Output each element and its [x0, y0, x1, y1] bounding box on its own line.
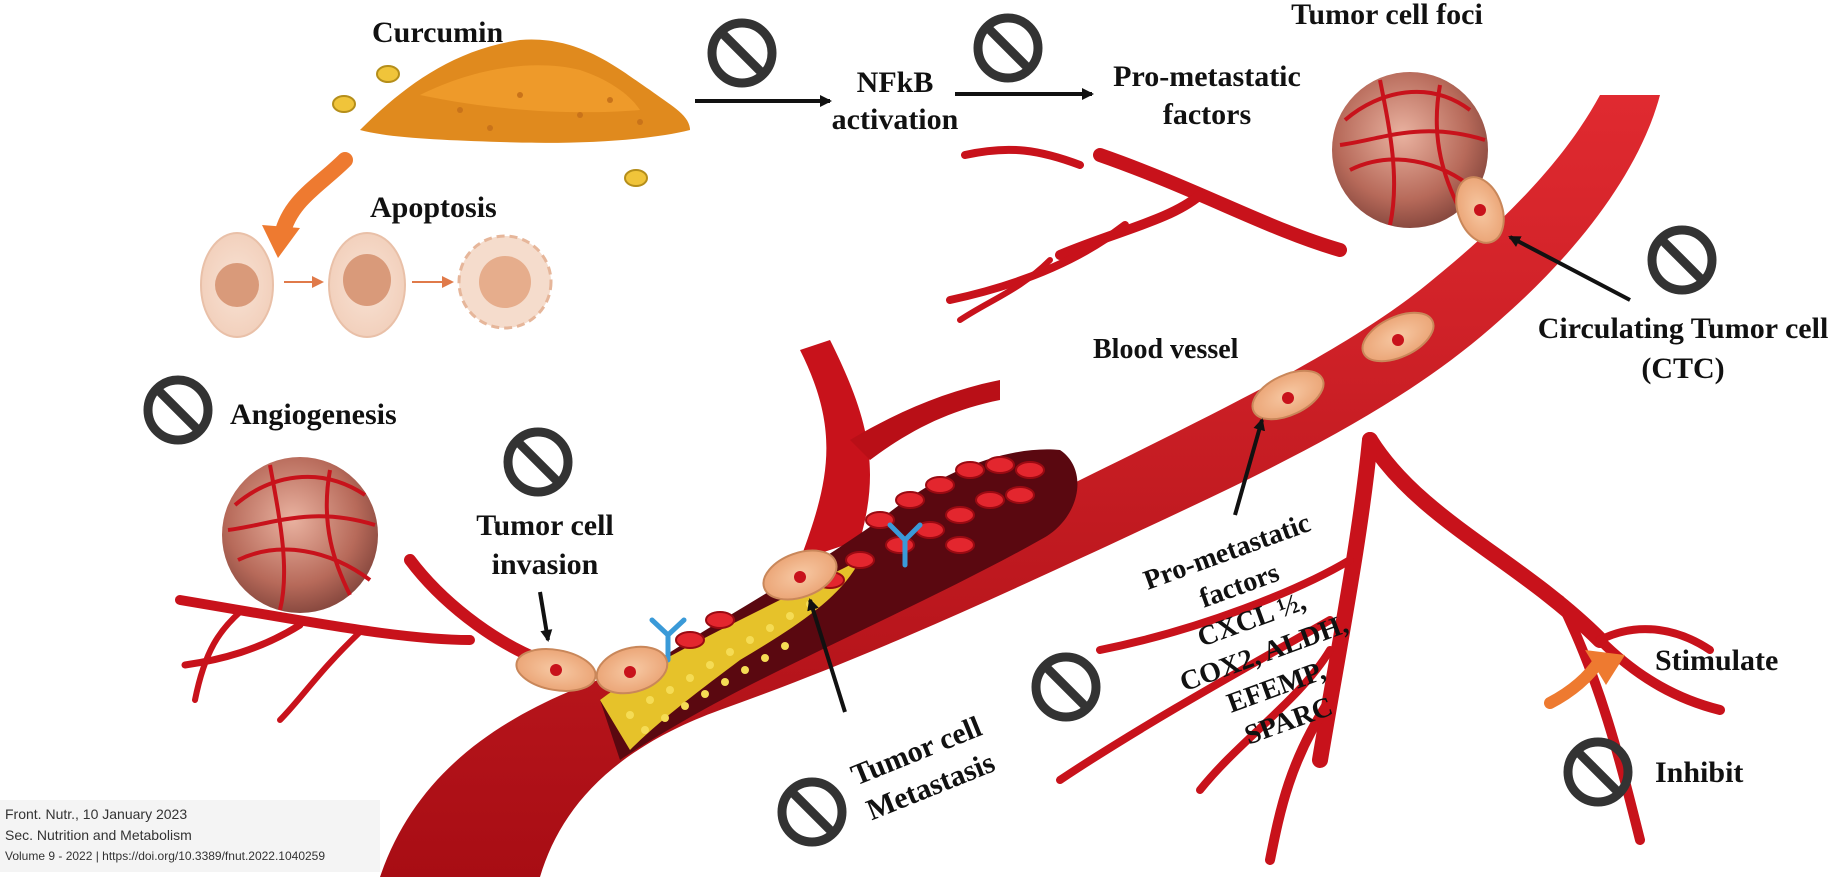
tumor-cell: [595, 645, 669, 695]
nfkb-label-line2: activation: [832, 103, 959, 136]
curcumin-label: Curcumin: [372, 16, 503, 49]
ctc-label-line1: Circulating Tumor cell: [1538, 312, 1829, 345]
citation-journal-date: Front. Nutr., 10 January 2023: [5, 806, 188, 822]
invasion-label-line1: Tumor cell: [476, 509, 614, 542]
tumor-cell: [515, 648, 597, 692]
apoptosis-label: Apoptosis: [370, 191, 497, 224]
inhibit-icon: [508, 432, 568, 492]
tumor-cell: [1251, 369, 1325, 421]
tumor-cell: [1455, 176, 1505, 244]
ctc-label-line2: (CTC): [1641, 352, 1724, 385]
tumor-cell: [762, 549, 838, 601]
red-blood-cells: [675, 456, 1045, 649]
tumor-cells: [515, 176, 1505, 695]
metastasis-pointer-arrow: [807, 598, 847, 713]
angiogenesis-label: Angiogenesis: [230, 398, 397, 431]
inhibit-icon: [712, 23, 772, 83]
tumor-cell: [1361, 311, 1435, 363]
legend-inhibit-label: Inhibit: [1655, 756, 1743, 789]
blood-vessel-label: Blood vessel: [1093, 334, 1239, 365]
nfkb-label-line1: NFkB: [857, 66, 934, 99]
apoptosis-sequence: [200, 232, 553, 338]
tumor-foci-label: Tumor cell foci: [1291, 0, 1483, 31]
vessel-lumen: [600, 449, 1078, 760]
curcumin-pellets: [332, 65, 648, 187]
inhibit-icon: [1036, 657, 1096, 717]
curcumin-powder: [360, 39, 690, 143]
factors-pointer-arrow: [1233, 418, 1266, 516]
blood-vessel-network: [175, 95, 1725, 877]
invasion-label-line2: invasion: [492, 548, 599, 581]
antibody-icons: [649, 522, 923, 663]
ctc-pointer-arrow: [1508, 235, 1631, 302]
citation-box: Front. Nutr., 10 January 2023 Sec. Nutri…: [0, 800, 380, 872]
stimulate-legend-arrowhead: [1585, 650, 1625, 685]
citation-section: Sec. Nutrition and Metabolism: [5, 827, 192, 843]
prometastatic-top-line2: factors: [1163, 98, 1251, 131]
curcumin-to-apoptosis-arrowhead: [262, 225, 300, 258]
inhibit-icon: [1652, 230, 1712, 290]
legend-stimulate-label: Stimulate: [1655, 644, 1778, 677]
invasion-pointer-arrow: [538, 591, 553, 642]
angiogenesis-tumor-mass: [222, 457, 378, 613]
inhibit-icon: [782, 782, 842, 842]
curcumin-to-apoptosis-arrow: [274, 152, 353, 243]
prometastatic-top-line1: Pro-metastatic: [1113, 60, 1301, 93]
inhibit-icon: [148, 380, 208, 440]
citation-volume-doi: Volume 9 - 2022 | https://doi.org/10.338…: [5, 849, 326, 863]
inhibit-icon: [978, 18, 1038, 78]
